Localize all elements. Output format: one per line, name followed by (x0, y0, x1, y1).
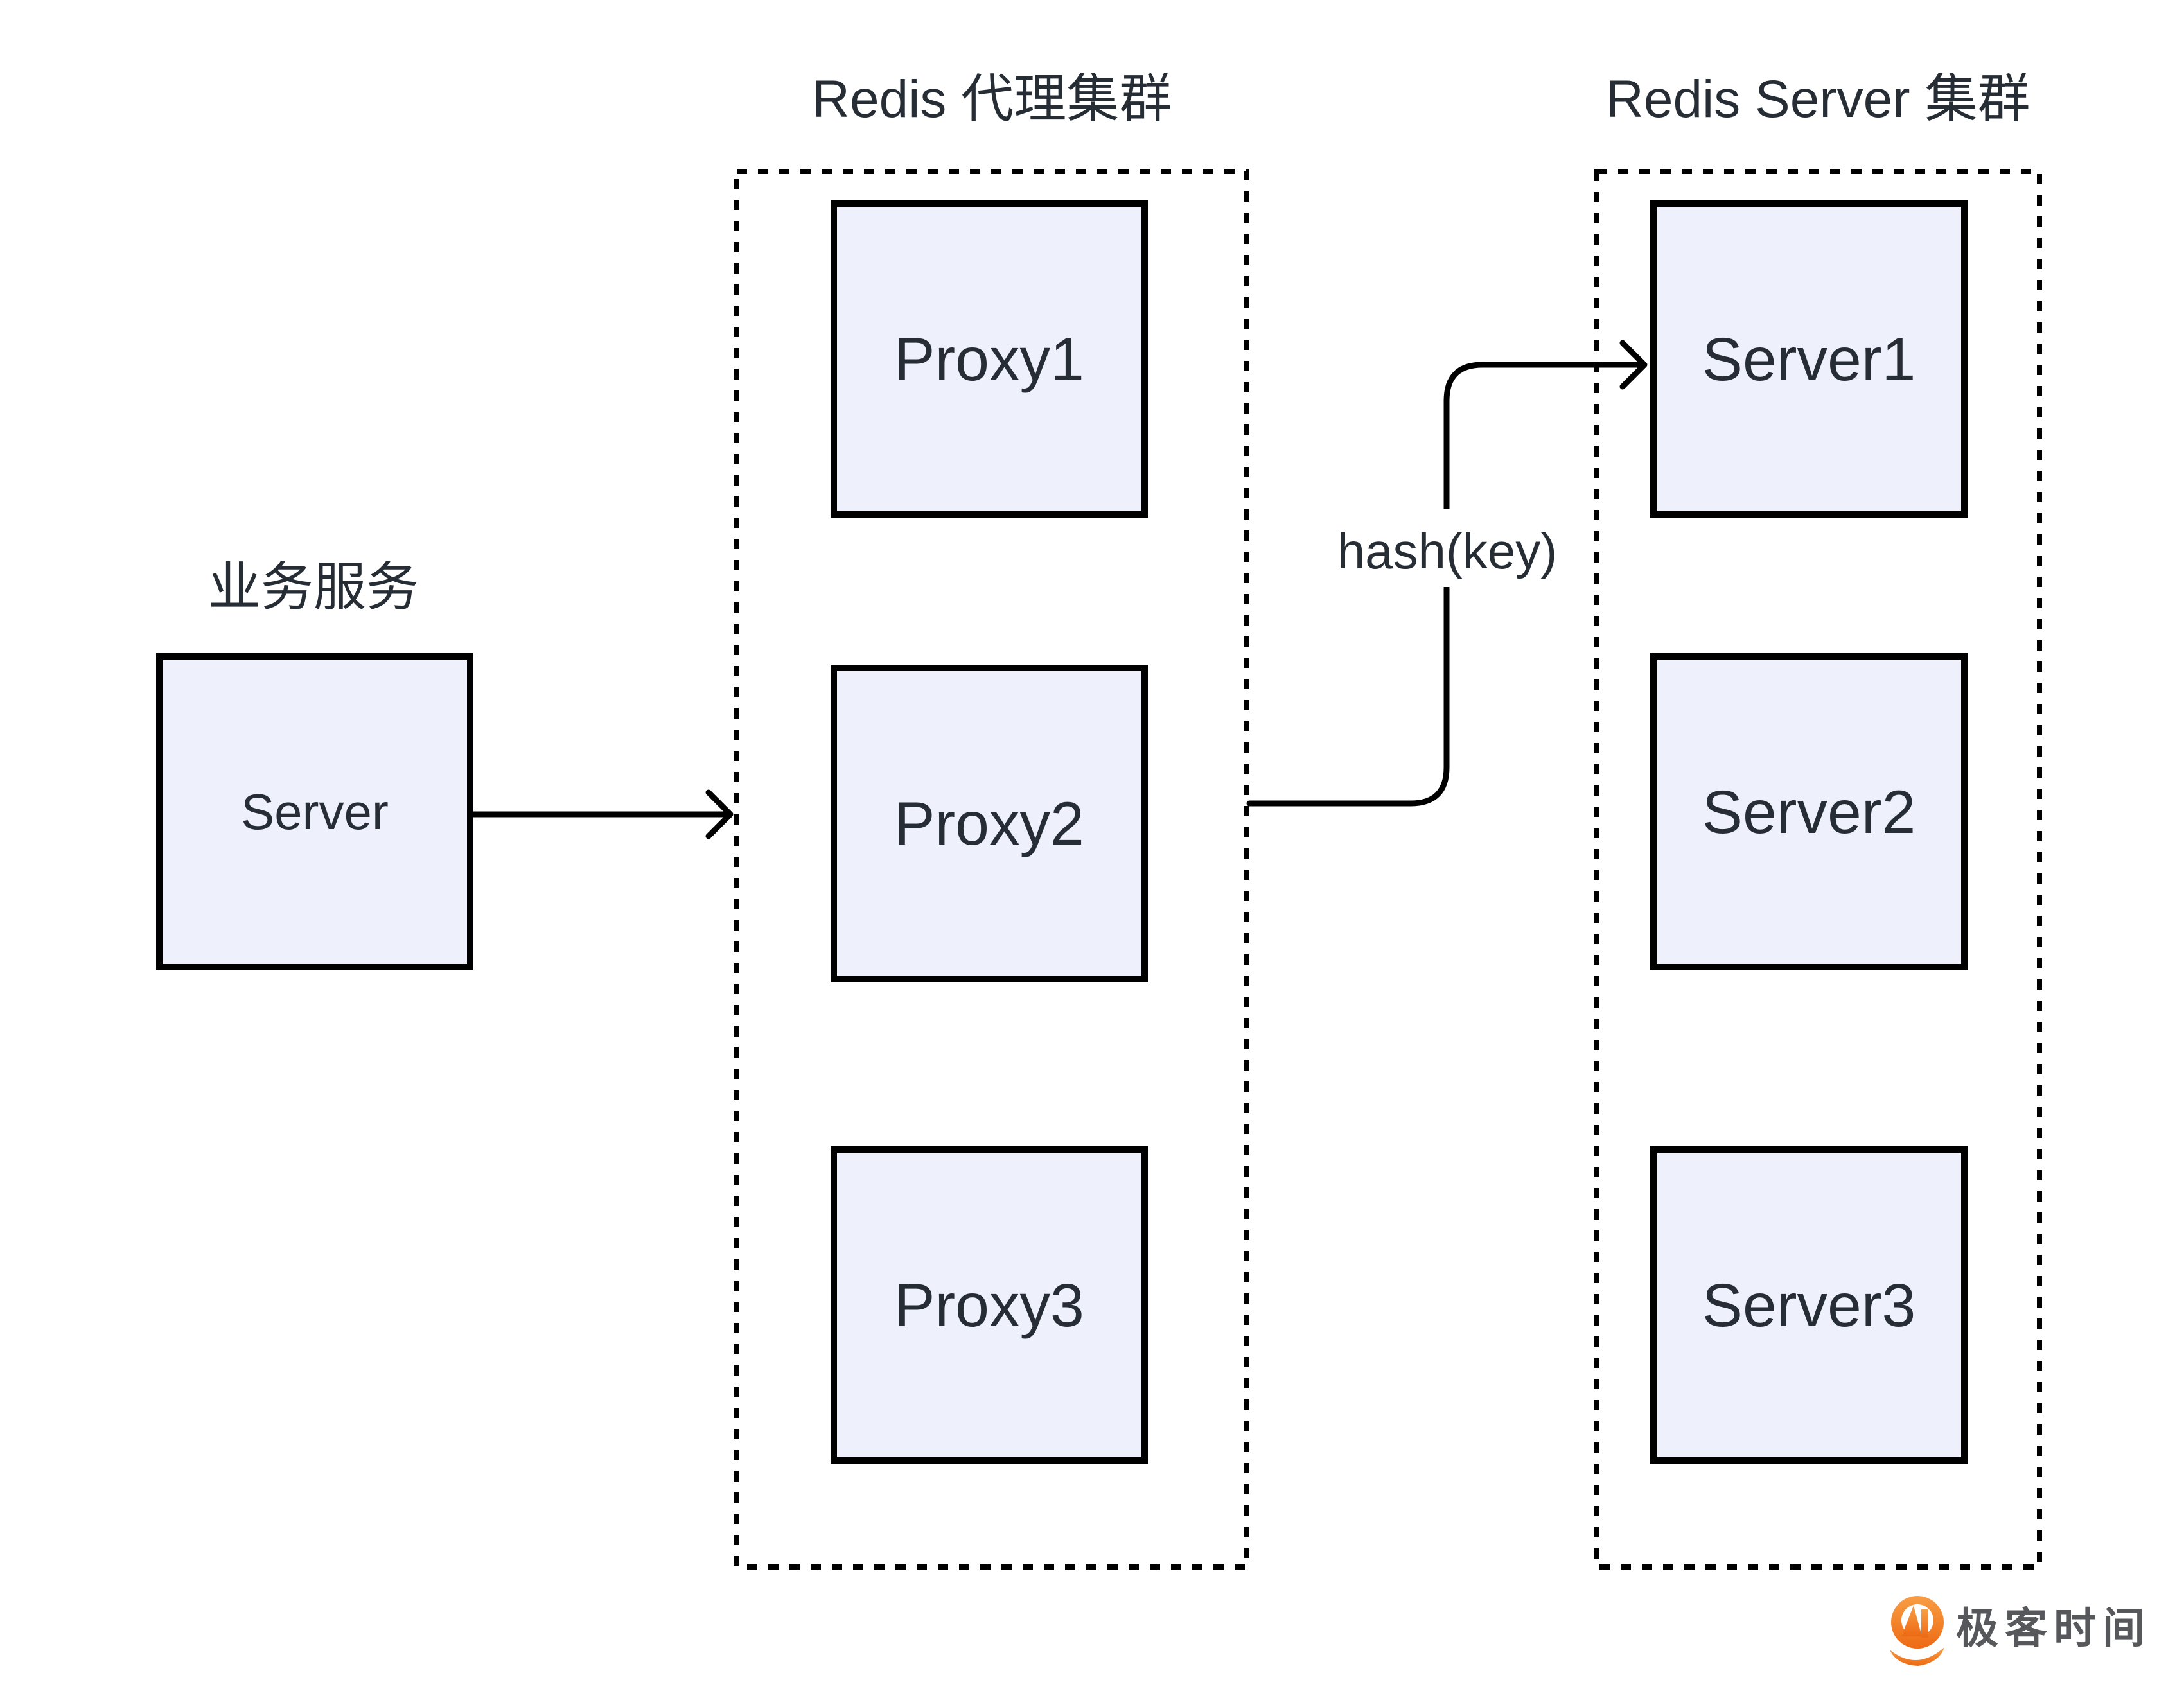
server2-label: Server2 (1702, 778, 1916, 846)
proxy3-label: Proxy3 (894, 1272, 1084, 1340)
proxy3-node: Proxy3 (831, 1146, 1148, 1464)
geektime-logo-icon (1890, 1596, 1944, 1666)
proxy1-box (831, 200, 1148, 518)
business-server-node: Server (156, 653, 473, 970)
business-server-box (156, 653, 473, 970)
edge-server-to-proxy (470, 789, 734, 839)
proxy1-label: Proxy1 (894, 326, 1084, 394)
logo-hand (1921, 1609, 1928, 1638)
arrowhead-icon (1619, 340, 1648, 390)
proxy3-box (831, 1146, 1148, 1464)
server3-box (1650, 1146, 1968, 1464)
logo-swoosh (1890, 1647, 1944, 1666)
geektime-logo: 极客时间 (1890, 1596, 2151, 1666)
business-service-title: 业务服务 (208, 558, 419, 617)
proxy1-node: Proxy1 (831, 200, 1148, 518)
proxy2-label: Proxy2 (894, 790, 1084, 858)
arrowhead-icon (705, 789, 734, 839)
server-cluster-boundary (1594, 169, 2042, 1570)
server1-label: Server1 (1702, 326, 1916, 394)
server2-node: Server2 (1650, 653, 1968, 970)
server1-node: Server1 (1650, 200, 1968, 518)
server3-node: Server3 (1650, 1146, 1968, 1464)
proxy-cluster-title: Redis 代理集群 (812, 70, 1172, 128)
edge-label-backdrop (1341, 509, 1554, 587)
proxy2-node: Proxy2 (831, 665, 1148, 982)
server-cluster-title: Redis Server 集群 (1606, 70, 2030, 128)
proxy2-box (831, 665, 1148, 982)
logo-pointer (1901, 1606, 1922, 1636)
proxy-cluster-boundary (734, 169, 1249, 1570)
server2-box (1650, 653, 1968, 970)
server1-box (1650, 200, 1968, 518)
hash-key-edge-label: hash(key) (1337, 523, 1557, 579)
server3-label: Server3 (1702, 1272, 1916, 1340)
business-server-label: Server (241, 783, 389, 840)
geektime-logo-text: 极客时间 (1956, 1604, 2151, 1652)
